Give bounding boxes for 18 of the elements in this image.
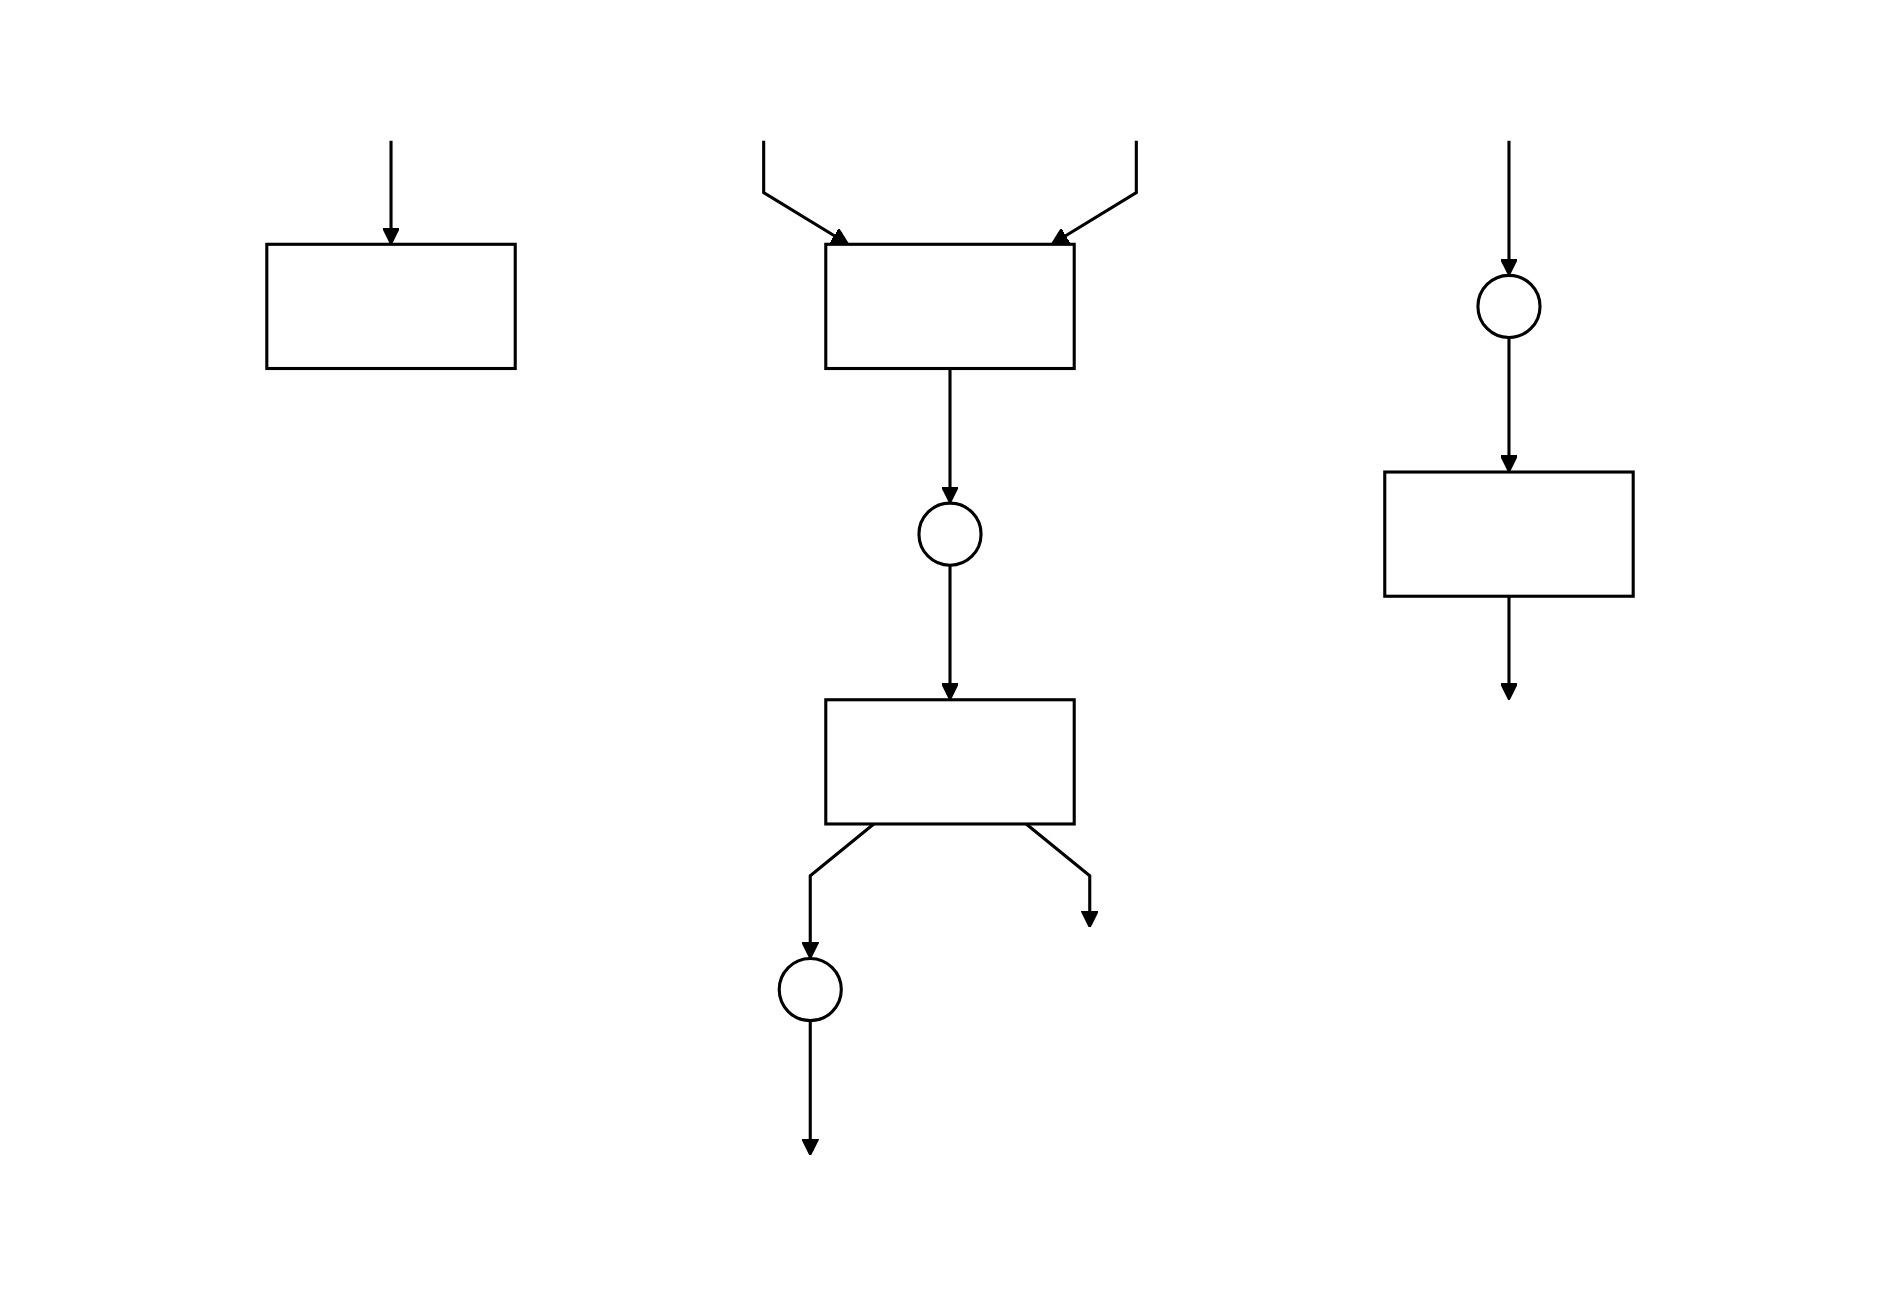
node-box bbox=[1383, 470, 1635, 598]
arrow bbox=[1499, 337, 1519, 473]
arrow bbox=[801, 822, 875, 960]
arrow bbox=[940, 565, 960, 701]
node-circle bbox=[917, 501, 983, 567]
arrow bbox=[1499, 596, 1519, 701]
arrow bbox=[940, 368, 960, 504]
node-circle bbox=[1476, 273, 1542, 339]
node-circle bbox=[777, 957, 843, 1023]
arrow bbox=[381, 140, 401, 246]
node-box bbox=[824, 242, 1076, 371]
arrow bbox=[801, 1020, 820, 1157]
arrow bbox=[1499, 140, 1519, 277]
arrow bbox=[1050, 140, 1138, 246]
arrow bbox=[762, 140, 850, 246]
arrow bbox=[1025, 822, 1099, 929]
node-box bbox=[265, 242, 517, 371]
node-box bbox=[824, 698, 1076, 826]
